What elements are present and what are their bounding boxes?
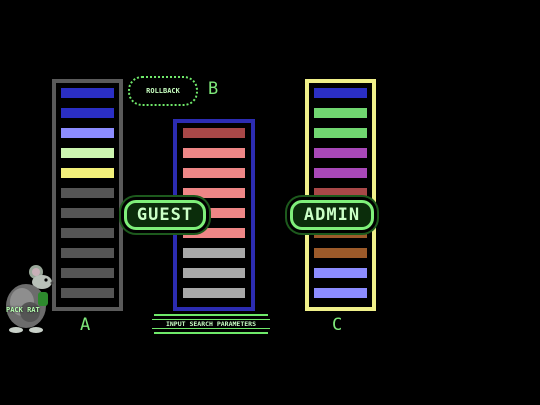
column-b-bar	[183, 268, 245, 278]
column-c-bar	[314, 228, 367, 238]
column-b-bar	[183, 188, 245, 198]
column-a-bar	[61, 228, 114, 238]
column-c-letter: C	[332, 315, 343, 335]
column-c-bar	[314, 168, 367, 178]
column-b-bar	[183, 128, 245, 138]
rollback-button[interactable]: ROLLBACK	[128, 76, 198, 106]
column-b-bar	[183, 228, 245, 238]
column-c-bar	[314, 288, 367, 298]
column-a-bar	[61, 268, 114, 278]
input-search-parameters-button[interactable]: INPUT SEARCH PARAMETERS	[152, 314, 270, 334]
column-a-bar	[61, 108, 114, 118]
column-b-bar	[183, 248, 245, 258]
column-a	[52, 79, 123, 311]
guest-button[interactable]: GUEST	[124, 200, 206, 230]
column-b-bar	[183, 168, 245, 178]
column-b-bar	[183, 288, 245, 298]
column-c	[305, 79, 376, 311]
column-a-bar	[61, 128, 114, 138]
column-c-bar	[314, 108, 367, 118]
column-c-bar	[314, 188, 367, 198]
column-c-bar	[314, 148, 367, 158]
column-a-bar	[61, 208, 114, 218]
column-a-bar	[61, 88, 114, 98]
rat-icon	[6, 265, 54, 333]
column-a-bar	[61, 288, 114, 298]
column-a-bar	[61, 188, 114, 198]
column-a-letter: A	[80, 315, 91, 335]
column-c-bar	[314, 88, 367, 98]
column-b-bar	[183, 208, 245, 218]
column-c-bar	[314, 248, 367, 258]
pack-rat-label: PACK RAT	[6, 306, 40, 314]
column-a-bar	[61, 148, 114, 158]
column-a-bar	[61, 248, 114, 258]
column-a-bar	[61, 168, 114, 178]
admin-button[interactable]: ADMIN	[290, 200, 374, 230]
column-c-bar	[314, 128, 367, 138]
column-c-bar	[314, 268, 367, 278]
column-b-bar	[183, 148, 245, 158]
column-b-letter: B	[208, 79, 219, 99]
